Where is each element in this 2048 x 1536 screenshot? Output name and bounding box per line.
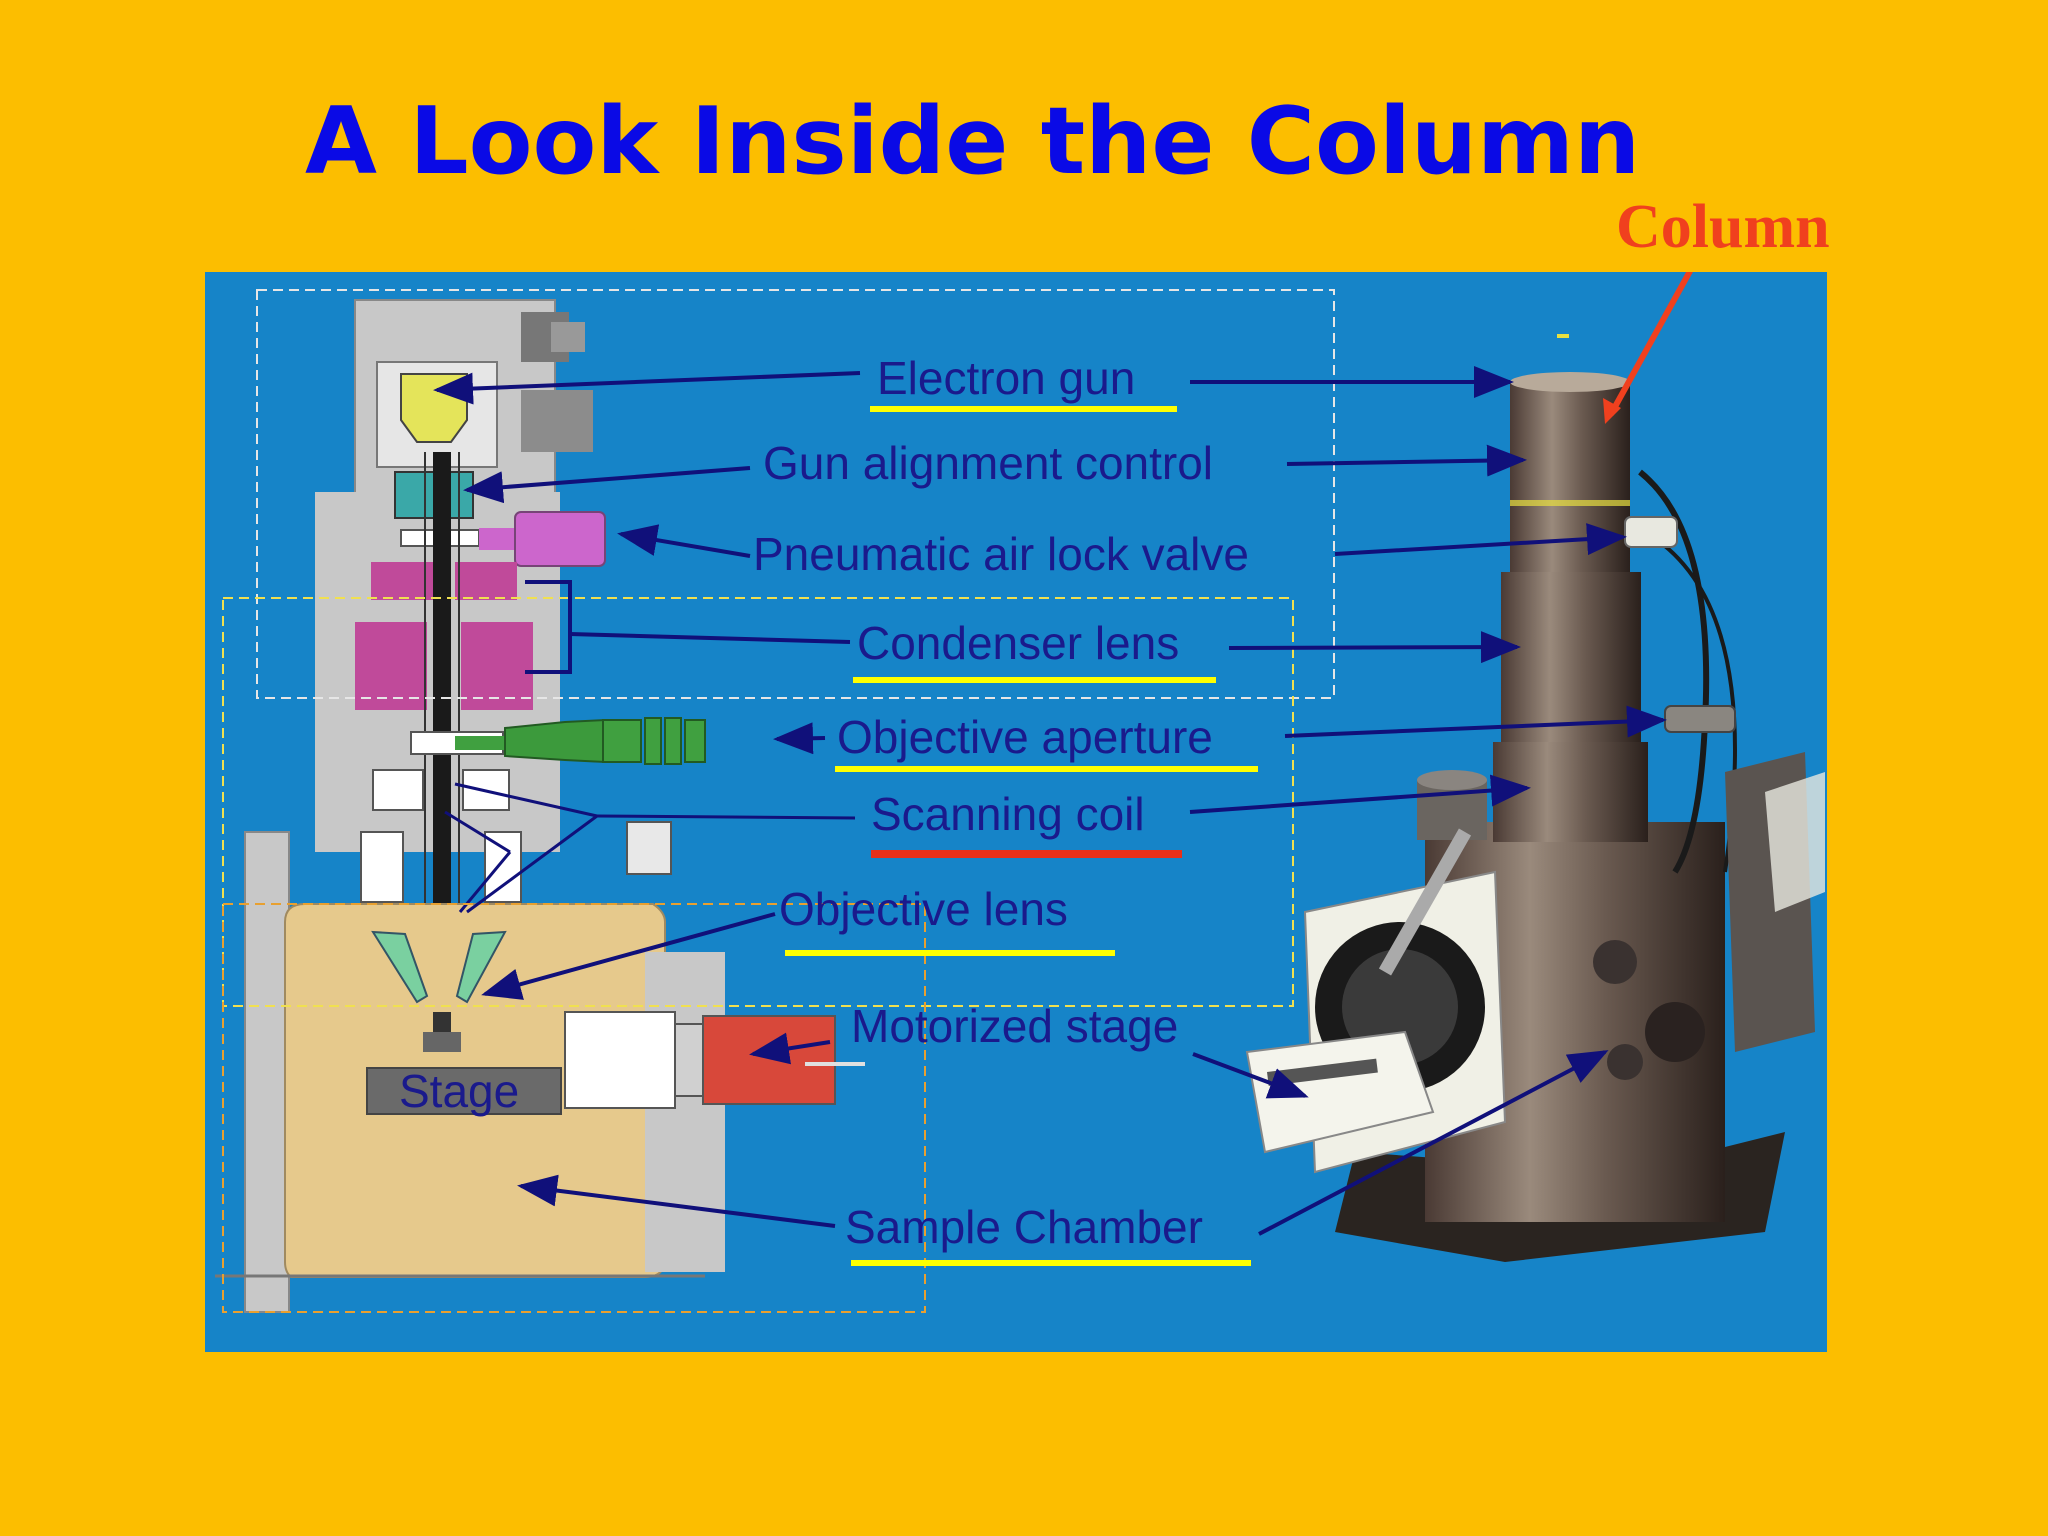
scanning-coil-pointer: [454, 782, 856, 914]
stage-label: Stage: [399, 1065, 520, 1117]
slide-title: A Look Inside the Column: [305, 87, 1641, 195]
label-pneumatic-air-lock-valve: Pneumatic air lock valve: [753, 528, 1249, 580]
gun-region-box: [256, 289, 1335, 699]
chamber-region-box: [222, 903, 926, 1313]
label-electron-gun: Electron gun: [877, 352, 1136, 404]
column-cross-section: [215, 299, 865, 1313]
label-underlines: [785, 406, 1258, 1266]
diagram-panel: Stage Electron gun Gun alignment control…: [205, 272, 1827, 1352]
condenser-bracket: [525, 580, 851, 674]
label-condenser-lens: Condenser lens: [857, 617, 1180, 669]
label-sample-chamber: Sample Chamber: [845, 1201, 1203, 1253]
label-objective-lens: Objective lens: [779, 883, 1068, 935]
diagram-artwork: [205, 272, 1827, 1352]
label-motorized-stage: Motorized stage: [851, 1000, 1179, 1052]
label-scanning-coil: Scanning coil: [871, 788, 1145, 840]
lens-region-box: [222, 597, 1294, 1007]
label-objective-aperture: Objective aperture: [837, 711, 1213, 763]
column-callout-label: Column: [1616, 193, 1830, 261]
pointer-arrows: [433, 366, 1667, 1236]
label-gun-alignment-control: Gun alignment control: [763, 437, 1214, 489]
column-callout-arrow: [1603, 272, 1693, 424]
